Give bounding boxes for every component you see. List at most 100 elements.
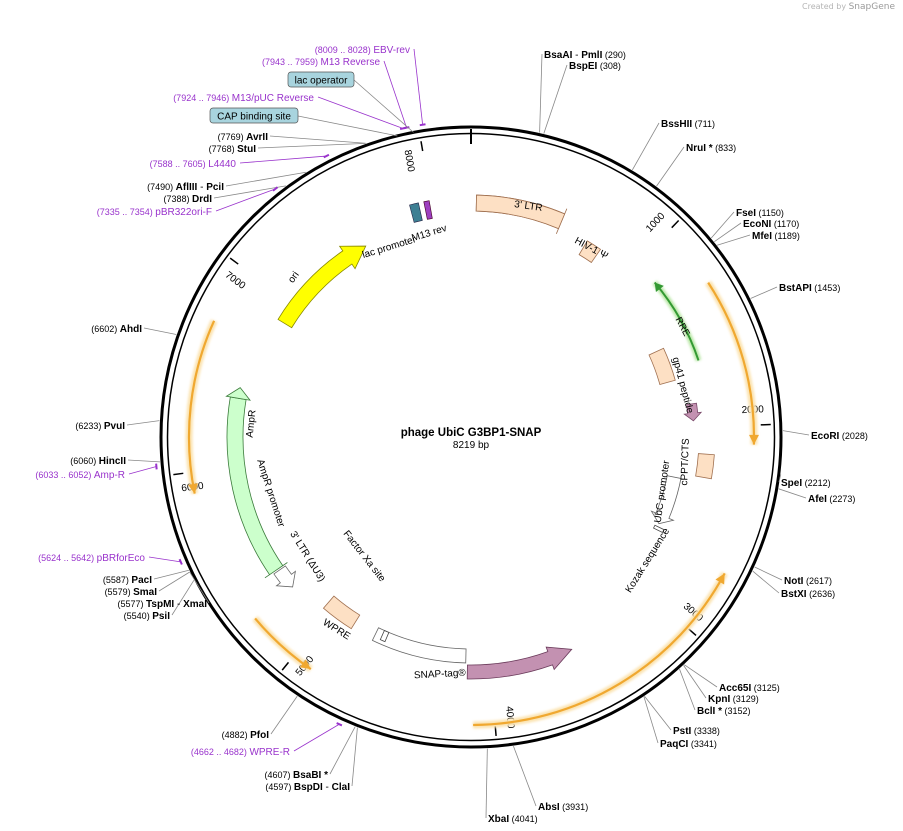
feature-cppt xyxy=(695,453,715,480)
site-name: BclI * xyxy=(697,706,722,717)
site-leader-18 xyxy=(513,745,537,807)
site-pos: (1453) xyxy=(812,283,841,293)
green-arc-head xyxy=(654,282,664,293)
site-name: EcoNI xyxy=(743,219,772,230)
site-leader-32 xyxy=(257,142,366,149)
orf-arc-a-head xyxy=(748,434,759,445)
site-name: StuI xyxy=(237,144,256,155)
site-leader-1 xyxy=(543,64,568,134)
primer-mark-5 xyxy=(155,463,158,470)
site-label-21: (4597) BspDI - ClaI xyxy=(265,782,350,793)
site-leader-22 xyxy=(270,695,298,735)
primer-leader-7 xyxy=(293,723,340,752)
site-name2: PmlI xyxy=(581,50,602,61)
site-leader-25 xyxy=(158,571,190,592)
primer-label-6: (5624 .. 5642) pBRforEco xyxy=(38,553,145,564)
site-pos: (2636) xyxy=(807,589,836,599)
site-leader-3 xyxy=(656,146,685,187)
primer-name: pBR322ori-F xyxy=(155,207,212,218)
tick-label-8000: 8000 xyxy=(402,149,417,173)
primer-name: EBV-rev xyxy=(373,45,410,56)
orf-arc-a-glow xyxy=(705,280,758,445)
site-label-14: KpnI (3129) xyxy=(708,694,759,705)
site-sep: - xyxy=(197,182,206,193)
feature-gp41 xyxy=(683,402,703,422)
site-label-12: BstXI (2636) xyxy=(781,589,835,600)
label-ampr-promoter: AmpR promoter xyxy=(254,458,286,529)
label-ltr5: 3' LTR xyxy=(514,199,544,214)
site-pos: (3152) xyxy=(722,706,751,716)
primer-mark-2 xyxy=(399,126,406,131)
site-label-16: PstI (3338) xyxy=(673,726,720,737)
primer-range: (7588 .. 7605) xyxy=(150,159,209,169)
site-leader-31 xyxy=(225,171,307,187)
orf-arc-d-glow xyxy=(185,319,218,495)
site-name: PacI xyxy=(131,575,152,586)
site-pos: (7490) xyxy=(147,182,176,192)
site-leader-19 xyxy=(485,748,488,819)
site-name: SpeI xyxy=(781,478,802,489)
site-label-8: EcoRI (2028) xyxy=(811,431,868,442)
feature-rre xyxy=(648,347,676,385)
feature-ampr-promoter xyxy=(273,565,296,588)
feature-lac-promoter xyxy=(409,202,423,223)
site-pos: (2273) xyxy=(827,494,856,504)
site-label-24: (5577) TspMI - XmaI xyxy=(118,599,208,610)
primer-leader-0 xyxy=(413,48,424,125)
site-label-15: BclI * (3152) xyxy=(697,706,751,717)
watermark-prefix: Created by xyxy=(802,2,847,11)
label-cppt: cPPT/CTS xyxy=(679,438,692,486)
site-leader-2 xyxy=(632,122,660,171)
site-name: SmaI xyxy=(133,587,157,598)
site-pos: (290) xyxy=(602,50,626,60)
label-leaders xyxy=(126,48,810,819)
site-name2: XmaI xyxy=(183,599,207,610)
primer-range: (7943 .. 7959) xyxy=(262,57,321,67)
feature-wpre xyxy=(371,627,467,664)
site-label-19: XbaI (4041) xyxy=(488,814,538,825)
site-label-9: SpeI (2212) xyxy=(781,478,831,489)
site-pos: (6233) xyxy=(75,421,104,431)
site-name: AflIII xyxy=(176,182,198,193)
site-name: AvrII xyxy=(246,132,268,143)
site-pos: (2617) xyxy=(803,576,832,586)
lac-operator-leader xyxy=(353,79,414,133)
site-label-29: (6602) AhdI xyxy=(91,324,142,335)
site-label-2: BssHII (711) xyxy=(661,119,715,130)
tick-1000 xyxy=(671,219,680,229)
site-label-3: NruI * (833) xyxy=(686,143,736,154)
orf-arc-a xyxy=(707,282,756,445)
feature-hiv-psi xyxy=(578,240,602,264)
site-pos: (7768) xyxy=(209,144,238,154)
backbone-outer xyxy=(159,125,783,749)
primer-label-5: (6033 .. 6052) Amp-R xyxy=(35,470,125,481)
site-label-31: (7490) AflIII - PciI xyxy=(147,182,224,193)
site-pos: (4041) xyxy=(509,814,538,824)
primer-label-7: (4662 .. 4682) WPRE-R xyxy=(191,747,290,758)
site-pos: (1189) xyxy=(772,231,800,241)
site-leader-28 xyxy=(126,420,160,426)
feature-ori xyxy=(277,245,367,329)
site-label-27: (6060) HincII xyxy=(70,456,126,467)
site-pos: (1170) xyxy=(771,219,799,229)
site-leader-33 xyxy=(269,135,366,144)
watermark-brand: SnapGene xyxy=(848,2,895,12)
site-sep: - xyxy=(174,599,183,610)
site-name: FseI xyxy=(736,208,756,219)
site-name: PaqCI xyxy=(660,739,689,750)
site-pos: (833) xyxy=(713,143,737,153)
site-label-0: BsaAI - PmlI (290) xyxy=(544,50,626,61)
orf-arc-d xyxy=(187,320,216,494)
site-label-4: FseI (1150) xyxy=(736,208,784,219)
site-pos: (4882) xyxy=(222,730,251,740)
site-pos: (4597) xyxy=(265,782,294,792)
lac-operator-box xyxy=(287,71,355,88)
primer-name: pBRforEco xyxy=(97,553,146,564)
label-ampr: AmpR xyxy=(245,409,259,438)
site-name: BssHII xyxy=(661,119,692,130)
primer-range: (7335 .. 7354) xyxy=(97,207,156,217)
site-leader-17 xyxy=(643,696,659,744)
tick-label-1000: 1000 xyxy=(644,211,668,235)
primer-name: WPRE-R xyxy=(249,747,290,758)
